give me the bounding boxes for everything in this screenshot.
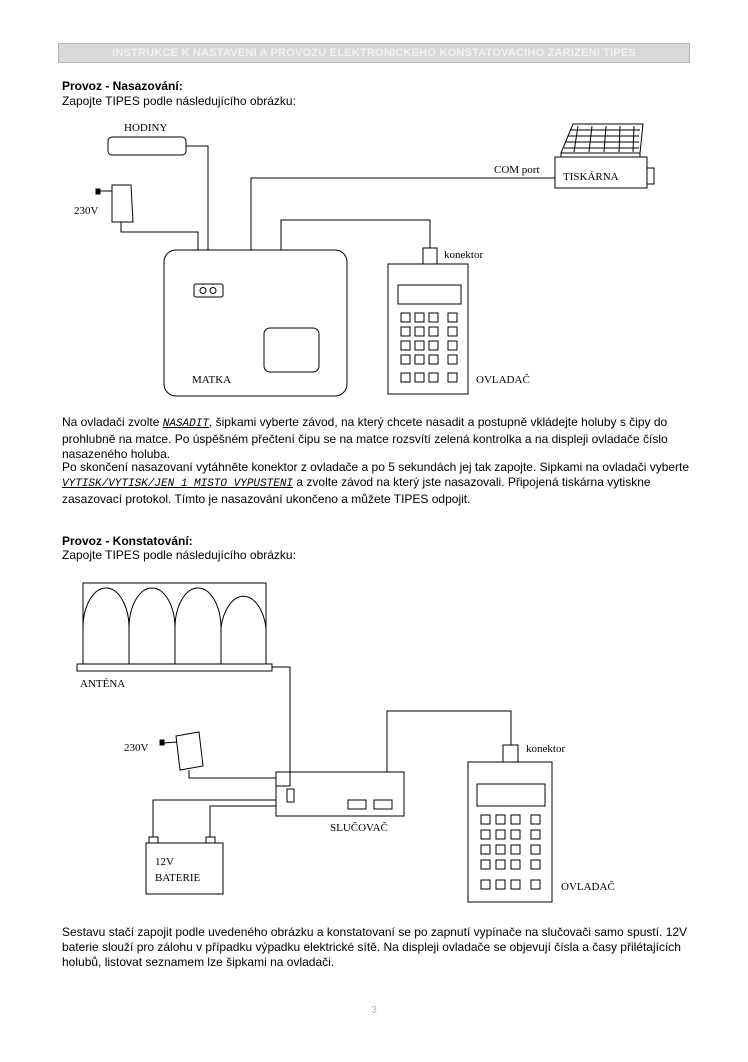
section2-intro: Zapojte TIPES podle následujícího obrázk… <box>62 548 296 562</box>
printer-paper <box>560 123 644 154</box>
battery-label-2: BATERIE <box>155 872 201 884</box>
controller-display-2 <box>476 783 546 807</box>
section1-title: Provoz - Nasazování: <box>62 79 183 93</box>
antenna-label: ANTÉNA <box>80 678 125 690</box>
diagram-nasazovani: HODINY 230V MATKA COM port TISKÁRNA <box>74 122 655 397</box>
base-unit <box>163 249 348 397</box>
section2-paragraph-1: Sestavu stačí zapojit podle uvedeného ob… <box>62 925 688 969</box>
page-number: 3 <box>371 1005 377 1016</box>
section1-paragraph-2: Po skončení nasazovaní vytáhněte konekto… <box>62 460 690 506</box>
document-header: INSTRUKCE K NASTAVENI A PROVOZU ELEKTRON… <box>58 43 690 63</box>
diagram-konstatovani: ANTÉNA 230V SLUČOVAČ 12V BATERIE konekto… <box>76 582 615 903</box>
antenna <box>76 582 273 672</box>
section1-intro: Zapojte TIPES podle následujícího obrázk… <box>62 94 296 108</box>
controller-label-2: OVLADAČ <box>561 881 615 893</box>
connector-2 <box>502 744 519 763</box>
battery-label-1: 12V <box>155 856 174 868</box>
mains-label-2: 230V <box>124 742 149 754</box>
merger-label: SLUČOVAČ <box>330 822 388 834</box>
base-label: MATKA <box>192 374 231 386</box>
controller-keypad <box>400 312 458 383</box>
clock-device <box>107 136 187 156</box>
section1-paragraph-1: Na ovladači zvolte NASADIT, šipkami vybe… <box>62 415 668 461</box>
command-vytisk: VYTISK/VYTISK/JEN 1 MISTO VYPUSTENI <box>62 478 294 490</box>
mains-label: 230V <box>74 205 99 217</box>
com-port-label: COM port <box>494 164 540 176</box>
power-adapter <box>111 184 134 223</box>
connector-label: konektor <box>444 249 483 261</box>
controller-keypad-2 <box>480 814 541 890</box>
controller <box>387 263 469 395</box>
merger <box>275 771 405 817</box>
controller-display <box>397 284 462 305</box>
printer-label: TISKÁRNA <box>563 171 619 183</box>
power-adapter-2 <box>175 731 204 771</box>
controller-label: OVLADAČ <box>476 374 530 386</box>
clock-label: HODINY <box>124 122 167 134</box>
connector-label-2: konektor <box>526 743 565 755</box>
command-nasadit: NASADIT <box>162 418 209 430</box>
section2-title: Provoz - Konstatování: <box>62 534 193 548</box>
battery <box>145 842 224 895</box>
controller-2 <box>467 761 553 903</box>
connector <box>422 247 438 265</box>
